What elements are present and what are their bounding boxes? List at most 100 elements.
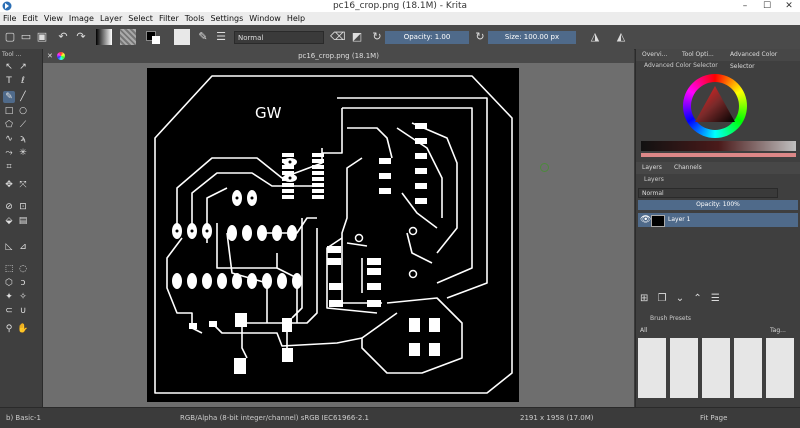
menu-settings[interactable]: Settings — [210, 14, 244, 23]
tab-layers[interactable]: Layers — [642, 164, 662, 171]
brush-presets-title: Brush Presets — [650, 315, 692, 322]
toolbox-header: Tool ... — [2, 51, 22, 58]
canvas-area[interactable]: ✕ pc16_crop.png (18.1M) — [43, 49, 634, 407]
maximize-button[interactable]: ☐ — [762, 1, 772, 11]
fill-tool-icon[interactable]: ⬙ — [5, 216, 13, 226]
tab-tool-options[interactable]: Tool Opti... — [682, 51, 714, 58]
menu-filter[interactable]: Filter — [158, 14, 179, 23]
right-docker-panel: Overvi... Tool Opti... Advanced Color Se… — [635, 49, 800, 407]
color-history-bar[interactable] — [641, 141, 796, 151]
eraser-mode-icon[interactable]: ⌫ — [330, 30, 346, 43]
brush-tag-button[interactable]: Tag... — [770, 327, 786, 334]
tab-channels[interactable]: Channels — [674, 164, 702, 171]
menu-file[interactable]: File — [3, 14, 17, 23]
freehand-brush-tool-icon[interactable]: ✎ — [3, 91, 15, 103]
similar-selection-tool-icon[interactable]: ✧ — [19, 292, 27, 302]
polygonal-selection-tool-icon[interactable]: ⬡ — [5, 278, 13, 288]
magnetic-selection-tool-icon[interactable]: ∪ — [19, 306, 27, 316]
reset-opacity-icon[interactable]: ↻ — [372, 30, 382, 43]
new-document-icon[interactable]: ▢ — [4, 30, 16, 43]
layer-row[interactable]: 👁 Layer 1 — [638, 213, 798, 227]
text-tool-icon[interactable]: T — [6, 76, 12, 86]
color-patches[interactable] — [641, 153, 796, 157]
brush-editor-icon[interactable]: ✎ — [198, 30, 208, 43]
color-triangle[interactable] — [693, 84, 737, 126]
rectangle-tool-icon[interactable]: □ — [4, 106, 14, 116]
menu-select[interactable]: Select — [128, 14, 153, 23]
status-brush: b) Basic-1 — [6, 414, 41, 422]
redo-icon[interactable]: ↷ — [76, 30, 86, 43]
pcb-image-canvas[interactable]: GW — [147, 68, 519, 402]
elliptical-selection-tool-icon[interactable]: ◌ — [19, 264, 27, 274]
move-layer-up-icon[interactable]: ⌃ — [693, 293, 702, 304]
visibility-eye-icon[interactable]: 👁 — [640, 215, 652, 225]
transform-tool-icon[interactable]: ⤧ — [19, 180, 27, 190]
smart-patch-tool-icon[interactable]: ⊡ — [19, 202, 27, 212]
krita-app-icon — [2, 1, 12, 11]
save-icon[interactable]: ▣ — [36, 30, 48, 43]
pan-tool-icon[interactable]: ✋ — [17, 324, 29, 334]
mirror-horizontal-icon[interactable]: ◮ — [590, 30, 600, 43]
menu-edit[interactable]: Edit — [22, 14, 38, 23]
size-slider[interactable]: Size: 100.00 px — [488, 31, 576, 44]
layer-name[interactable]: Layer 1 — [668, 216, 691, 223]
rectangular-selection-tool-icon[interactable]: ⬚ — [4, 264, 14, 274]
menu-tools[interactable]: Tools — [184, 14, 205, 23]
menu-image[interactable]: Image — [68, 14, 94, 23]
polygon-tool-icon[interactable]: ⬠ — [5, 120, 13, 130]
opacity-slider[interactable]: Opacity: 1.00 — [385, 31, 469, 44]
background-color-swatch[interactable] — [152, 36, 160, 44]
close-document-icon[interactable]: ✕ — [47, 52, 53, 60]
calligraphy-tool-icon[interactable]: ℓ — [21, 76, 25, 86]
multibrush-tool-icon[interactable]: ✳ — [19, 148, 27, 158]
blend-mode-dropdown[interactable]: Normal — [234, 31, 324, 44]
move-layer-down-icon[interactable]: ⌄ — [675, 293, 685, 304]
brush-filter-dropdown[interactable]: All — [640, 327, 648, 334]
minimize-button[interactable]: – — [742, 1, 748, 11]
ellipse-tool-icon[interactable]: ○ — [19, 106, 27, 116]
contiguous-selection-tool-icon[interactable]: ✦ — [5, 292, 13, 302]
assistant-tool-icon[interactable]: ◺ — [5, 242, 13, 252]
open-folder-icon[interactable]: ▭ — [20, 30, 32, 43]
color-picker-tool-icon[interactable]: ⊘ — [5, 202, 13, 212]
add-layer-icon[interactable]: ⊞ — [640, 293, 649, 304]
crop-tool-icon[interactable]: ⌗ — [6, 162, 12, 172]
gradient-selector[interactable] — [96, 29, 112, 45]
menu-view[interactable]: View — [43, 14, 63, 23]
move-tool-icon[interactable]: ✥ — [5, 180, 13, 190]
menu-layer[interactable]: Layer — [99, 14, 123, 23]
bezier-selection-tool-icon[interactable]: ⊂ — [5, 306, 13, 316]
document-tab[interactable]: ✕ pc16_crop.png (18.1M) — [43, 49, 634, 63]
duplicate-layer-icon[interactable]: ❐ — [657, 293, 667, 304]
undo-icon[interactable]: ↶ — [58, 30, 68, 43]
measure-tool-icon[interactable]: ⊿ — [19, 242, 27, 252]
line-tool-icon[interactable]: ╱ — [20, 92, 26, 102]
layer-properties-icon[interactable]: ☰ — [710, 293, 720, 304]
pcb-label: GW — [255, 104, 282, 122]
zoom-tool-icon[interactable]: ⚲ — [5, 324, 13, 334]
tab-overview[interactable]: Overvi... — [642, 51, 668, 58]
close-window-button[interactable]: ✕ — [785, 1, 793, 11]
preserve-alpha-icon[interactable]: ◩ — [351, 30, 363, 43]
reset-size-icon[interactable]: ↻ — [475, 30, 485, 43]
brush-preset-thumbnail[interactable] — [174, 29, 190, 45]
status-bar: b) Basic-1 RGB/Alpha (8-bit integer/chan… — [0, 407, 800, 428]
edit-shapes-tool-icon[interactable]: ↗ — [19, 62, 27, 72]
polyline-tool-icon[interactable]: ⟋ — [19, 120, 27, 130]
dynamic-brush-tool-icon[interactable]: ⤳ — [5, 148, 13, 158]
layer-opacity-slider[interactable]: Opacity: 100% — [638, 200, 798, 210]
select-shapes-tool-icon[interactable]: ↖ — [5, 62, 13, 72]
brush-preset-grid[interactable] — [638, 338, 798, 398]
brush-preset-list-icon[interactable]: ☰ — [216, 30, 226, 43]
tab-advanced-color-selector[interactable]: Advanced Color Selector — [730, 51, 778, 70]
layer-blend-mode-dropdown[interactable]: Normal — [638, 188, 778, 198]
freehand-selection-tool-icon[interactable]: ↄ — [20, 278, 26, 288]
zoom-fit-dropdown[interactable]: Fit Page — [700, 414, 728, 422]
bezier-tool-icon[interactable]: ∿ — [5, 134, 13, 144]
gradient-tool-icon[interactable]: ▤ — [18, 216, 28, 226]
menu-window[interactable]: Window — [249, 14, 281, 23]
freehand-path-tool-icon[interactable]: ϡ — [20, 134, 26, 144]
pattern-selector[interactable] — [120, 29, 136, 45]
mirror-vertical-icon[interactable]: ◭ — [616, 30, 626, 43]
menu-help[interactable]: Help — [286, 14, 306, 23]
